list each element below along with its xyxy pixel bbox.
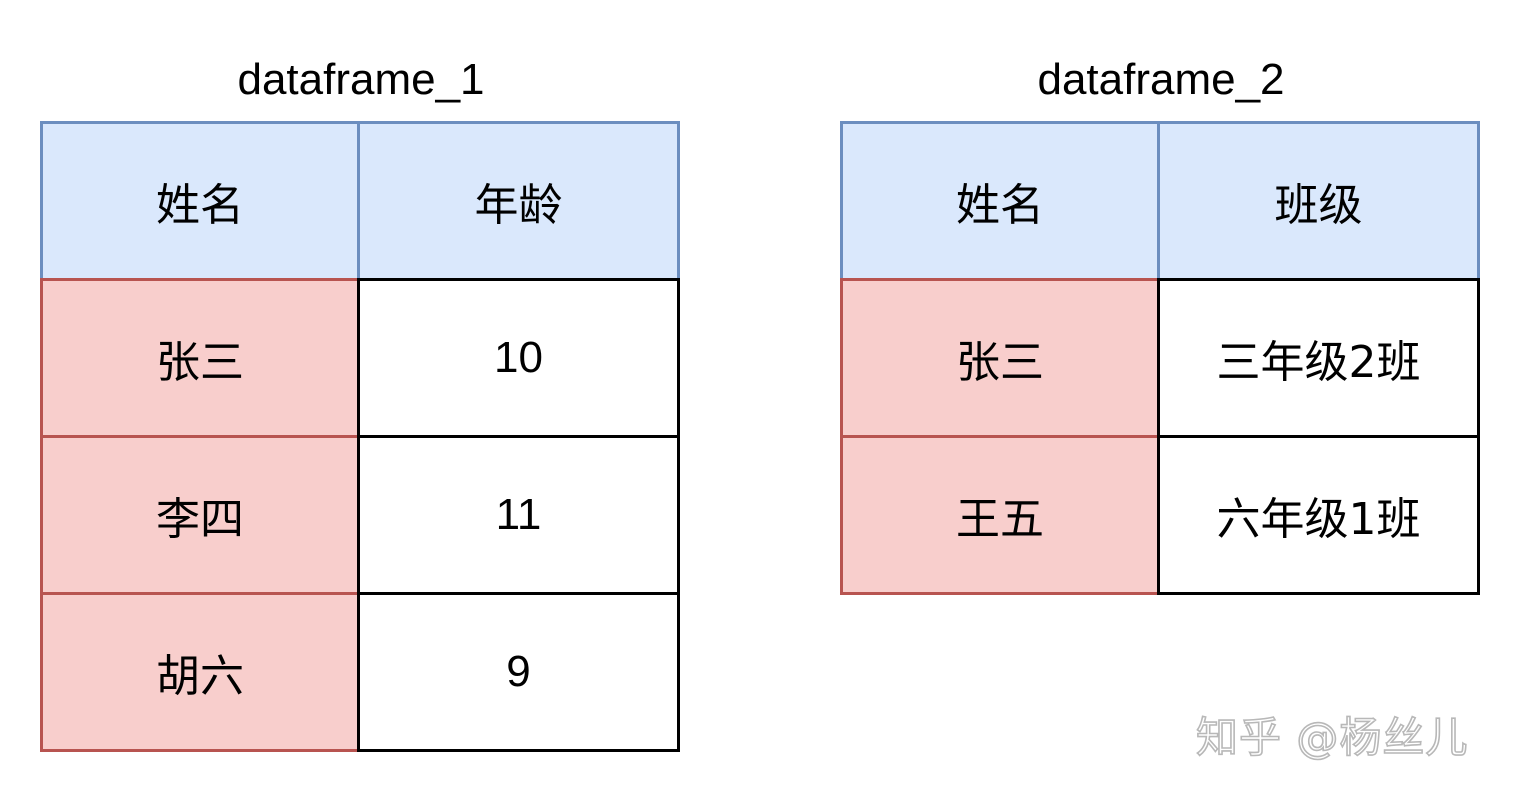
df2-header-name: 姓名: [840, 121, 1160, 281]
df1-header-name: 姓名: [40, 121, 360, 281]
df1-header-age: 年龄: [357, 121, 680, 281]
df1-row-1-name: 张三: [40, 278, 360, 438]
dataframe-2-table: 姓名 班级 张三 三年级2班 王五 六年级1班: [840, 121, 1480, 595]
df2-row-1-class: 三年级2班: [1157, 278, 1480, 438]
watermark: 知乎 @杨丝儿: [1195, 712, 1469, 763]
df2-header-class: 班级: [1157, 121, 1480, 281]
dataframe-2-title: dataframe_2: [1037, 55, 1285, 104]
df2-row-1-name: 张三: [840, 278, 1160, 438]
dataframe-1-title: dataframe_1: [237, 55, 485, 104]
dataframe-1-table: 姓名 年龄 张三 10 李四 11 胡六 9: [40, 121, 680, 752]
df1-row-2-age: 11: [357, 435, 680, 595]
df1-row-2-name: 李四: [40, 435, 360, 595]
df2-row-2-name: 王五: [840, 435, 1160, 595]
df1-row-1-age: 10: [357, 278, 680, 438]
df1-row-3-name: 胡六: [40, 592, 360, 752]
df1-row-3-age: 9: [357, 592, 680, 752]
df2-row-2-class: 六年级1班: [1157, 435, 1480, 595]
